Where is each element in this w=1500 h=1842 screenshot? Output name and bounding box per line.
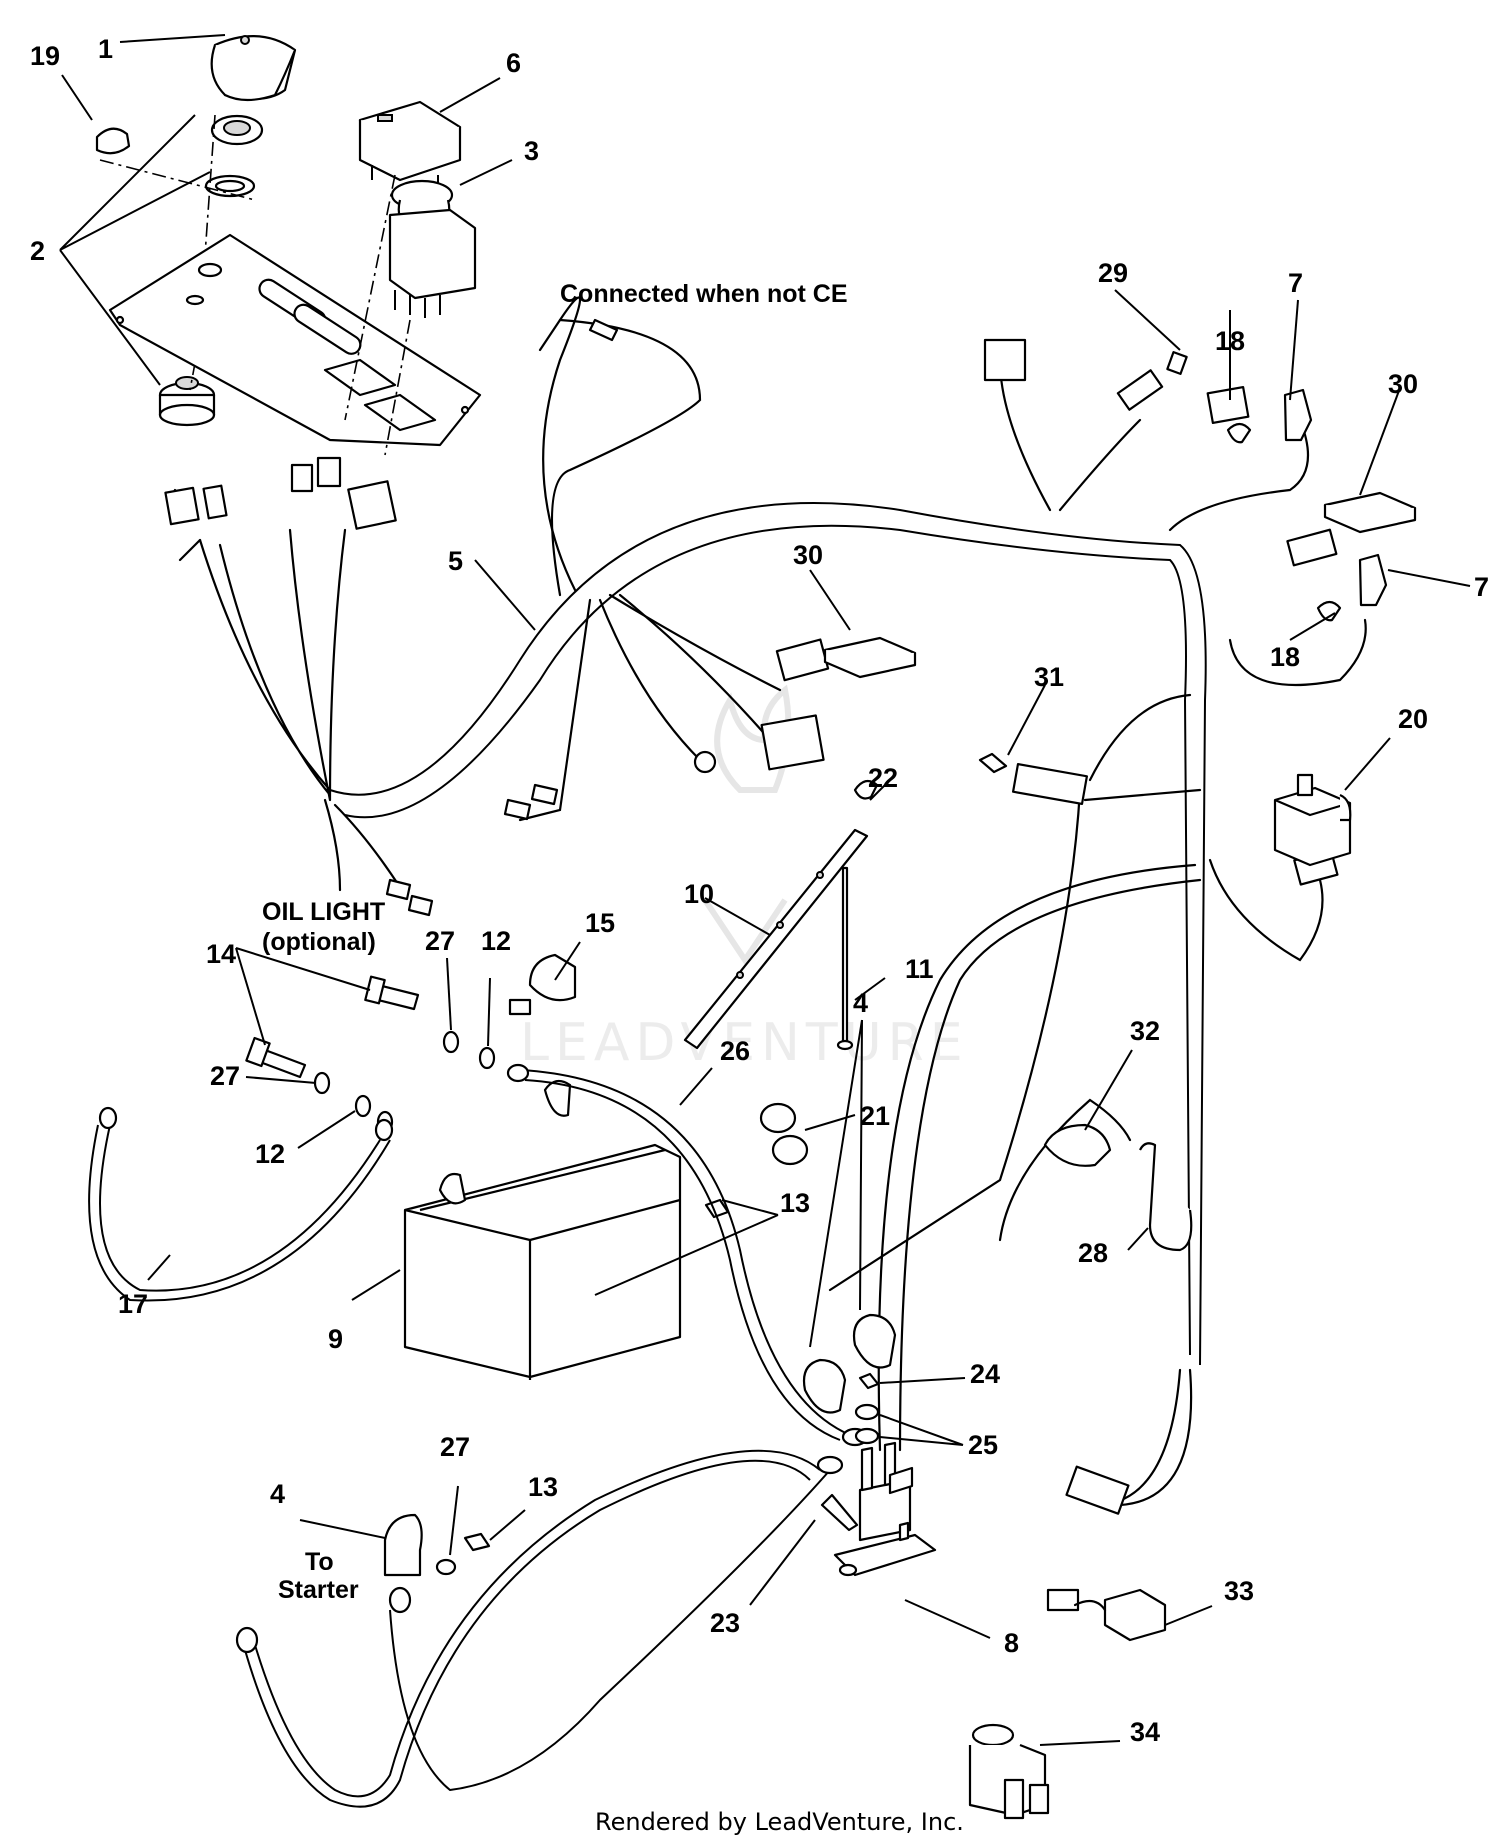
callout-17: 17 bbox=[118, 1289, 148, 1319]
callout-1: 1 bbox=[98, 34, 113, 64]
callout-7a: 7 bbox=[1288, 268, 1303, 298]
callout-34: 34 bbox=[1130, 1717, 1160, 1747]
callout-15: 15 bbox=[585, 908, 615, 938]
callout-22: 22 bbox=[868, 763, 898, 793]
part-9-battery bbox=[403, 1079, 682, 1380]
callout-12b: 12 bbox=[255, 1139, 285, 1169]
callout-14: 14 bbox=[206, 939, 236, 969]
part-1-key-knob bbox=[210, 35, 297, 102]
callout-25: 25 bbox=[968, 1430, 998, 1460]
callout-19: 19 bbox=[30, 41, 60, 71]
callout-21: 21 bbox=[860, 1101, 890, 1131]
harness-connectors bbox=[164, 318, 1339, 1515]
boots-and-ferrites bbox=[383, 1102, 897, 1577]
note-oil-light: OIL LIGHT bbox=[262, 898, 385, 926]
callout-9: 9 bbox=[328, 1324, 343, 1354]
callout-29: 29 bbox=[1098, 258, 1128, 288]
callout-26: 26 bbox=[720, 1036, 750, 1066]
watermark: LEADVENTURE bbox=[520, 684, 969, 1073]
part-5-main-harness bbox=[170, 296, 1367, 1507]
part-23-bolt bbox=[820, 1493, 859, 1532]
part-8-solenoid bbox=[833, 1441, 937, 1577]
part-2-nut-washer-grommet bbox=[158, 114, 264, 427]
callout-3: 3 bbox=[524, 136, 539, 166]
callout-6: 6 bbox=[506, 48, 521, 78]
note-to-starter-1: To bbox=[305, 1548, 334, 1576]
note-connected-when-not-ce: Connected when not CE bbox=[560, 280, 848, 308]
callout-33: 33 bbox=[1224, 1576, 1254, 1606]
note-oil-light-optional: (optional) bbox=[262, 928, 376, 956]
callout-32: 32 bbox=[1130, 1016, 1160, 1046]
callout-leaders bbox=[59, 34, 1471, 1746]
part-34-seat-switch bbox=[968, 1723, 1050, 1820]
callout-18a: 18 bbox=[1215, 326, 1245, 356]
part-3-pto-switch bbox=[388, 179, 477, 318]
callout-numbers: 1 19 2 6 3 29 18 7 30 7 18 30 31 20 5 22… bbox=[30, 34, 1489, 1747]
callout-10: 10 bbox=[684, 879, 714, 909]
callout-13b: 13 bbox=[528, 1472, 558, 1502]
watermark-text: LEADVENTURE bbox=[520, 1013, 969, 1073]
callout-8: 8 bbox=[1004, 1628, 1019, 1658]
clip-and-tie bbox=[1043, 1123, 1193, 1252]
callout-31: 31 bbox=[1034, 662, 1064, 692]
callout-4b: 4 bbox=[270, 1479, 285, 1509]
part-6-rocker-switch bbox=[358, 100, 462, 187]
part-19-plug bbox=[95, 127, 131, 155]
callout-12a: 12 bbox=[481, 926, 511, 956]
callout-4a: 4 bbox=[853, 988, 868, 1018]
callout-30a: 30 bbox=[1388, 369, 1418, 399]
callout-27c: 27 bbox=[440, 1432, 470, 1462]
part-20-relay bbox=[1273, 773, 1352, 867]
battery-cables bbox=[88, 1063, 869, 1808]
part-33-switch bbox=[1046, 1588, 1167, 1642]
callout-18b: 18 bbox=[1270, 642, 1300, 672]
callout-2: 2 bbox=[30, 236, 45, 266]
callout-23: 23 bbox=[710, 1608, 740, 1638]
diagram-notes: Connected when not CE OIL LIGHT (optiona… bbox=[262, 280, 848, 1604]
small-electrical-parts bbox=[823, 351, 1417, 800]
callout-20: 20 bbox=[1398, 704, 1428, 734]
note-to-starter-2: Starter bbox=[278, 1576, 359, 1604]
callout-24: 24 bbox=[970, 1359, 1000, 1389]
callout-5: 5 bbox=[448, 546, 463, 576]
callout-30b: 30 bbox=[793, 540, 823, 570]
parts-drawing bbox=[88, 35, 1417, 1820]
callout-13a: 13 bbox=[780, 1188, 810, 1218]
callout-27b: 27 bbox=[210, 1061, 240, 1091]
dash-panel-plate bbox=[108, 233, 482, 447]
callout-7b: 7 bbox=[1474, 572, 1489, 602]
callout-28: 28 bbox=[1078, 1238, 1108, 1268]
callout-27a: 27 bbox=[425, 926, 455, 956]
footer-credit: Rendered by LeadVenture, Inc. bbox=[595, 1808, 964, 1836]
callout-11: 11 bbox=[905, 954, 934, 984]
